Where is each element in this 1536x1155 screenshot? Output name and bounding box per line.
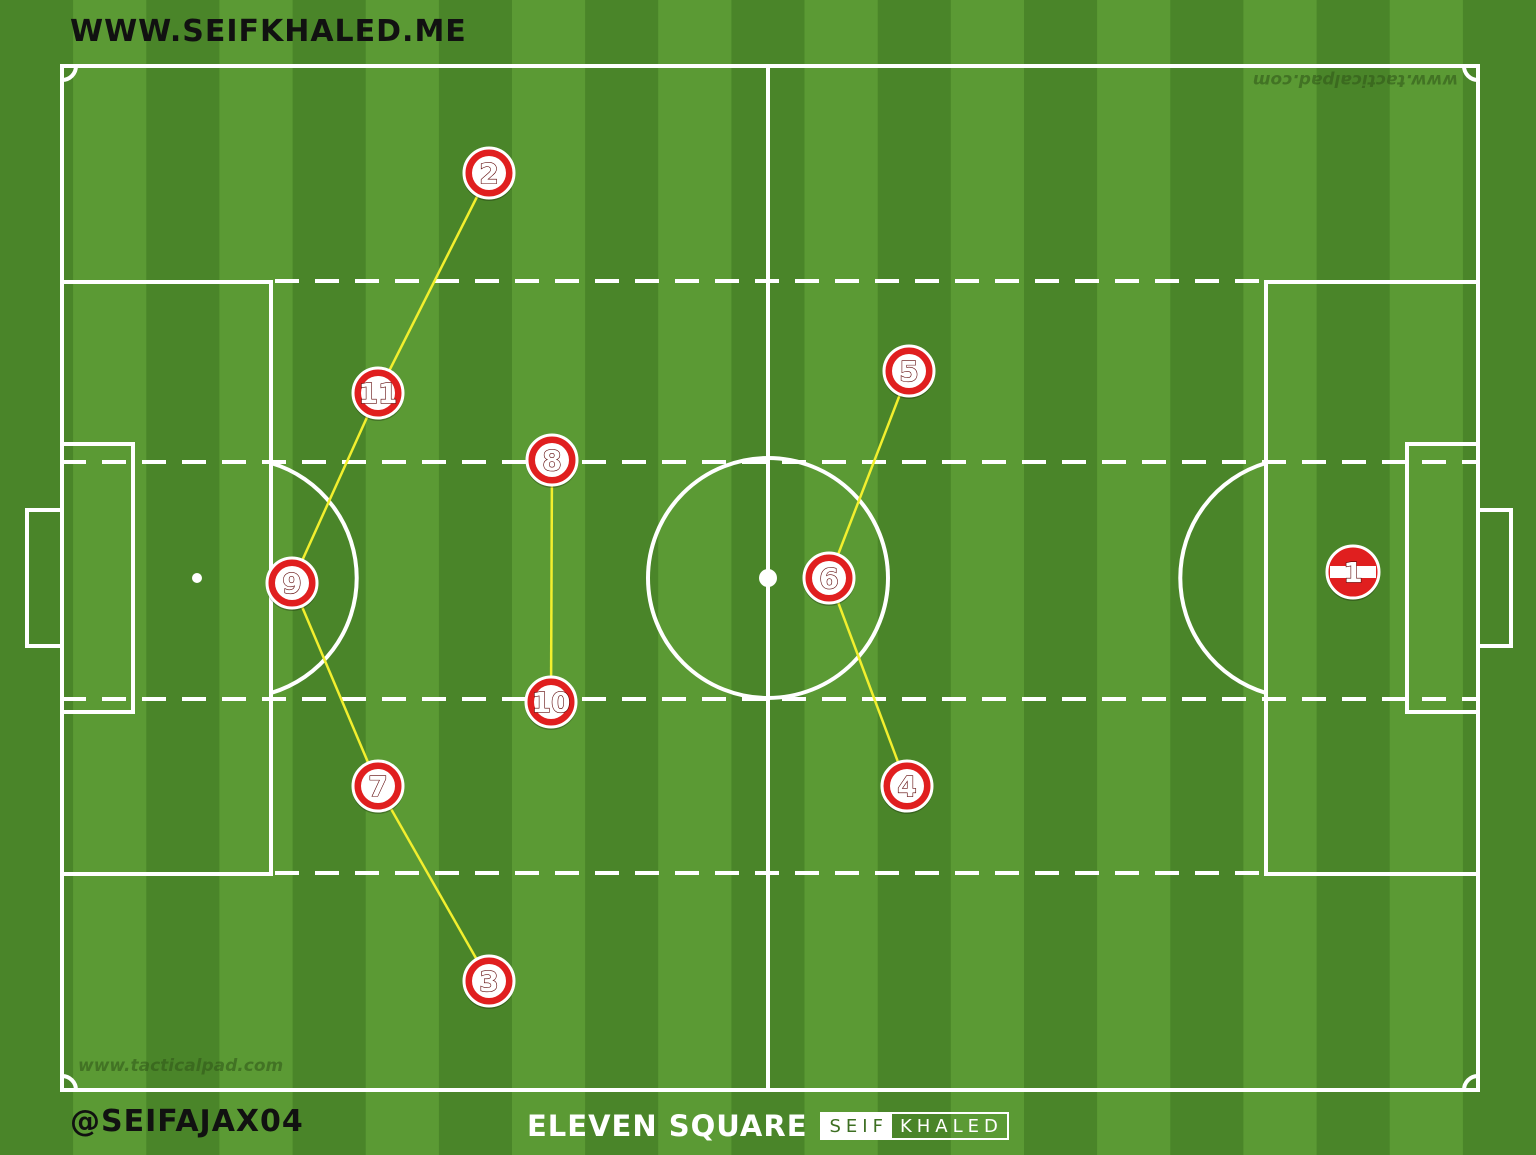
player-number: 2: [479, 157, 498, 190]
player-marker-11[interactable]: 11: [351, 366, 405, 421]
player-number: 4: [897, 770, 916, 803]
link-5-6: [827, 370, 911, 579]
player-marker-9[interactable]: 9: [265, 556, 319, 611]
player-number: 6: [819, 562, 838, 595]
right-goal: [1476, 508, 1513, 648]
player-marker-1[interactable]: 1: [1325, 544, 1381, 601]
player-number: 9: [282, 567, 301, 600]
corner-arc-top-left: [61, 65, 78, 82]
right-penalty-arc: [1178, 461, 1267, 695]
link-6-4: [827, 577, 909, 787]
channel-dashed-lines: [62, 279, 1478, 875]
center-circle: [646, 456, 890, 700]
player-links: [290, 172, 911, 982]
link-7-3: [376, 785, 491, 982]
watermark-bottom: www.tacticalpad.com: [78, 1056, 283, 1076]
player-number: 10: [532, 686, 571, 719]
corner-arc-bottom-left: [61, 1074, 78, 1091]
player-number: 7: [368, 770, 387, 803]
brand-name: ELEVEN SQUARE: [527, 1109, 808, 1143]
player-marker-5[interactable]: 5: [882, 344, 936, 399]
center-spot: [759, 569, 777, 587]
pitch-markings: [25, 64, 1513, 1092]
watermark-top: www.tacticalpad.com: [1253, 70, 1458, 90]
player-number: 8: [542, 444, 561, 477]
brand-signature: SEIF KHALED: [819, 1112, 1009, 1140]
player-number: 1: [1343, 556, 1362, 589]
site-url: WWW.SEIFKHALED.ME: [70, 14, 467, 49]
brand-signature-first: SEIF: [821, 1114, 892, 1138]
player-marker-3[interactable]: 3: [462, 954, 516, 1009]
link-11-9: [290, 392, 380, 584]
brand-signature-last: KHALED: [899, 1115, 1003, 1137]
player-number: 3: [479, 965, 498, 998]
player-number: 5: [899, 355, 918, 388]
player-marker-2[interactable]: 2: [462, 146, 516, 201]
player-marker-4[interactable]: 4: [880, 759, 934, 814]
left-penalty-spot: [192, 573, 202, 583]
player-number: 11: [359, 377, 398, 410]
left-goal: [25, 508, 64, 648]
left-penalty-arc: [270, 461, 359, 695]
link-8-10: [549, 459, 554, 703]
brand-logo: ELEVEN SQUARE SEIF KHALED: [527, 1108, 1009, 1144]
link-2-11: [376, 172, 491, 394]
player-marker-10[interactable]: 10: [524, 675, 578, 730]
player-marker-7[interactable]: 7: [351, 759, 405, 814]
social-handle: @SEIFAJAX04: [70, 1104, 304, 1139]
player-marker-6[interactable]: 6: [802, 551, 856, 606]
player-marker-8[interactable]: 8: [525, 433, 579, 488]
player-markers: 1 2 3 4 5 6 7 8 9 10 11: [265, 146, 1381, 1009]
link-9-7: [290, 582, 380, 787]
corner-arc-bottom-right: [1462, 1074, 1479, 1091]
corner-arc-top-right: [1462, 65, 1479, 82]
